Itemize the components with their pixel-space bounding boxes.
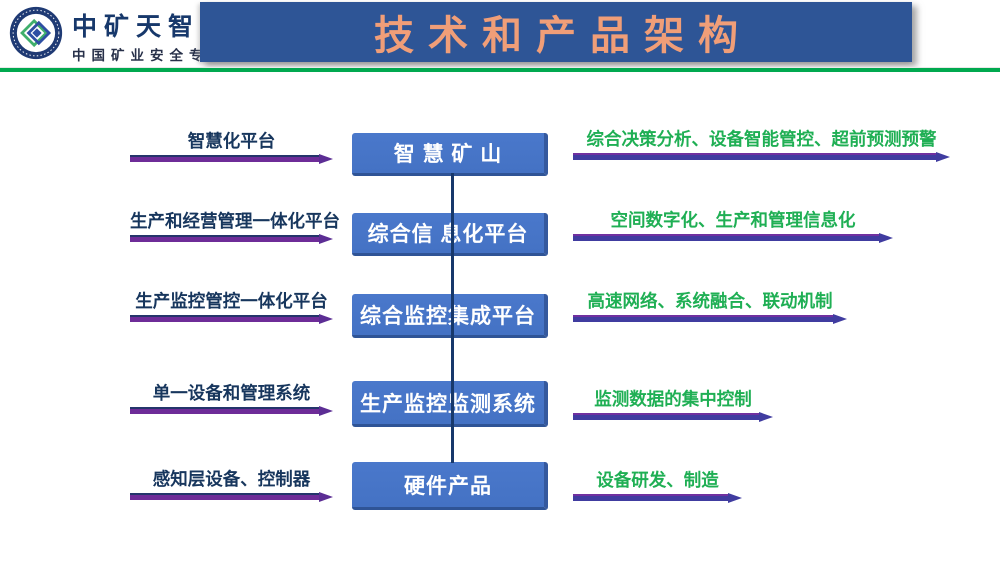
left-group: 生产监控管控一体化平台 [130, 291, 333, 324]
title-banner: 技术和产品架构 [200, 2, 912, 62]
right-group: 空间数字化、生产和管理信息化 [573, 210, 893, 243]
box-label: 综合信 息化平台 [367, 223, 529, 246]
arrow-shaft [573, 234, 882, 241]
right-group: 设备研发、制造 [573, 470, 742, 503]
center-box: 硬件产品 [352, 462, 548, 510]
page-title: 技术和产品架构 [374, 14, 752, 58]
center-box: 综合信 息化平台 [352, 213, 548, 256]
box-label: 智 慧 矿 山 [393, 143, 503, 166]
left-group: 感知层设备、控制器 [130, 469, 333, 502]
arrow-shaft [130, 155, 322, 162]
left-group: 生产和经营管理一体化平台 [130, 211, 340, 244]
right-arrow-icon [130, 234, 333, 244]
arrow-shaft [573, 413, 762, 420]
center-box: 生产监控监测系统 [352, 381, 548, 427]
arrow-shaft [573, 153, 939, 160]
right-arrow-icon [130, 406, 333, 416]
brand-tagline: 中国矿业安全专家 [72, 48, 228, 63]
right-label: 设备研发、制造 [596, 470, 719, 490]
center-box: 综合监控集成平台 [352, 294, 548, 338]
vertical-connector [451, 173, 454, 463]
right-arrow-icon [130, 314, 333, 324]
box-label: 生产监控监测系统 [360, 392, 536, 416]
header-divider [0, 67, 1000, 72]
right-label: 高速网络、系统融合、联动机制 [587, 291, 833, 311]
arrow-shaft [130, 315, 322, 322]
right-label: 综合决策分析、设备智能管控、超前预测预警 [586, 129, 937, 149]
arrow-shaft [573, 315, 836, 322]
left-label: 感知层设备、控制器 [152, 469, 311, 489]
arrow-shaft [130, 493, 322, 500]
header: 中矿天智科技 中国矿业安全专家 技术和产品架构 [0, 0, 1000, 72]
right-arrow-icon [573, 493, 742, 503]
right-arrow-icon [573, 152, 950, 162]
right-arrow-icon [130, 492, 333, 502]
left-group: 智慧化平台 [130, 131, 333, 164]
right-arrow-icon [130, 154, 333, 164]
left-label: 生产和经营管理一体化平台 [130, 211, 340, 231]
right-group: 综合决策分析、设备智能管控、超前预测预警 [573, 129, 950, 162]
right-arrow-icon [573, 412, 773, 422]
company-logo-icon [8, 5, 64, 61]
right-arrow-icon [573, 314, 847, 324]
box-label: 综合监控集成平台 [360, 304, 536, 328]
left-label: 智慧化平台 [187, 131, 276, 151]
center-box: 智 慧 矿 山 [352, 133, 548, 176]
right-group: 高速网络、系统融合、联动机制 [573, 291, 847, 324]
left-label: 单一设备和管理系统 [152, 383, 311, 403]
left-label: 生产监控管控一体化平台 [135, 291, 328, 311]
right-label: 空间数字化、生产和管理信息化 [610, 210, 856, 230]
arrow-shaft [130, 235, 322, 242]
arrow-shaft [573, 494, 731, 501]
arrow-shaft [130, 407, 322, 414]
right-label: 监测数据的集中控制 [594, 389, 752, 409]
right-group: 监测数据的集中控制 [573, 389, 773, 422]
left-group: 单一设备和管理系统 [130, 383, 333, 416]
box-label: 硬件产品 [404, 474, 492, 498]
right-arrow-icon [573, 233, 893, 243]
